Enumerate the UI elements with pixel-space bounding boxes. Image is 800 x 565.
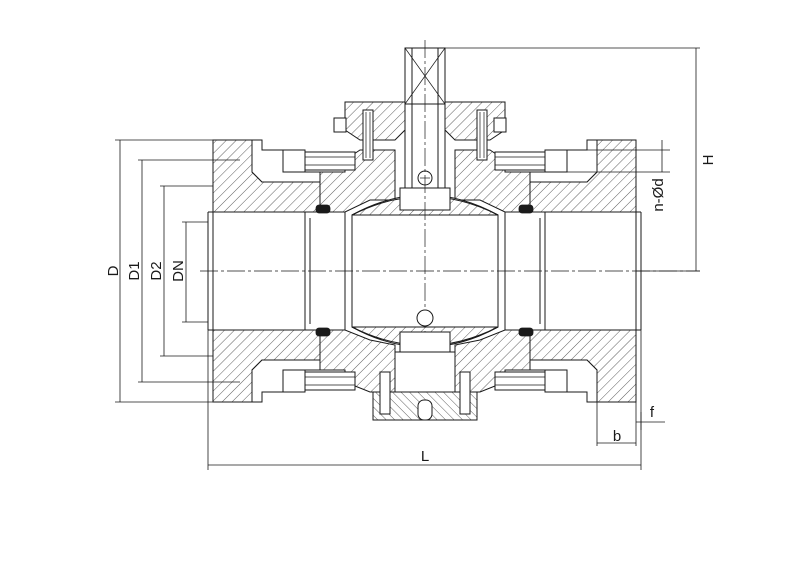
dimension-lines [115, 47, 700, 470]
label-b: b [613, 428, 621, 445]
lower-trunnion [372, 309, 478, 421]
label-n-od: n-Ød [650, 178, 667, 211]
label-f: f [650, 404, 655, 421]
label-H: H [700, 155, 717, 166]
central-body [319, 149, 531, 393]
stem-assembly [333, 40, 507, 420]
label-DN: DN [170, 260, 187, 282]
label-D1: D1 [126, 261, 143, 280]
flange-bolts [282, 149, 568, 393]
label-D2: D2 [148, 261, 165, 280]
label-D: D [105, 265, 122, 276]
label-L: L [421, 448, 429, 465]
